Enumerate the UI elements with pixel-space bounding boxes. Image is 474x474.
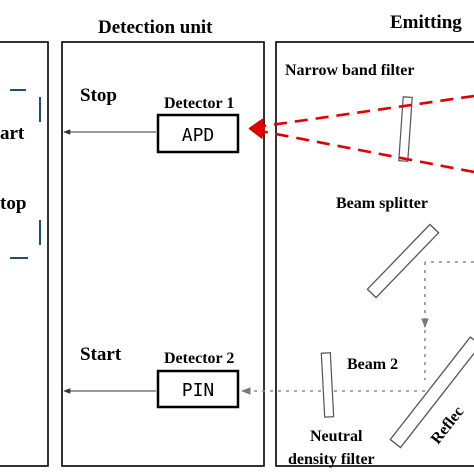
narrow-band-filter: [398, 96, 413, 162]
apd-detector-label: APD: [182, 125, 215, 146]
neutral-density-filter: [320, 352, 335, 418]
beam2-label: Beam 2: [347, 356, 398, 373]
stop-label: Stop: [80, 85, 117, 106]
neutral-density-filter-label-line2: density filter: [288, 451, 375, 468]
reflector-mirror: [389, 336, 474, 449]
beam-splitter: [366, 223, 440, 299]
detection-unit-title: Detection unit: [98, 17, 213, 38]
left-unit-box: [0, 41, 49, 467]
emitting-unit-title: Emitting: [390, 12, 462, 33]
beam-splitter-label: Beam splitter: [336, 195, 428, 212]
neutral-density-filter-label-line1: Neutral: [310, 428, 363, 445]
apd-detector-box: [156, 113, 240, 154]
signal-beam-upper: [248, 94, 474, 134]
start-label: Start: [80, 344, 122, 365]
left-start-label: art: [0, 123, 25, 144]
left-stop-label: top: [0, 193, 26, 214]
narrow-band-filter-label: Narrow band filter: [285, 62, 414, 79]
detector1-title: Detector 1: [164, 95, 234, 112]
signal-beam-lower: [248, 123, 474, 174]
pin-detector-box: [156, 369, 240, 409]
emitting-unit-box: [275, 41, 474, 467]
reflector-label: Reflec: [428, 403, 468, 447]
detection-unit-box: [61, 41, 265, 467]
detector2-title: Detector 2: [164, 350, 234, 367]
pin-detector-label: PIN: [182, 380, 215, 401]
